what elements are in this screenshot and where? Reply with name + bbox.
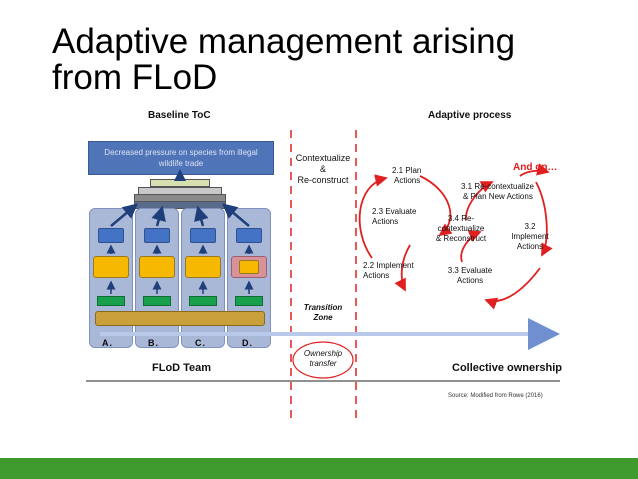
ownership-transfer-label: Ownership transfer [293, 349, 353, 369]
transition-zone-line2: Zone [313, 313, 333, 322]
result-box-b [144, 228, 170, 243]
transition-zone-line1: Transition [303, 303, 343, 312]
column-label-b: B. [148, 338, 159, 348]
contextualize-line2: & [319, 164, 326, 174]
step-3-3-line1: 3.3 Evaluate [447, 266, 493, 275]
step-2-1-line2: Actions [394, 176, 421, 185]
activity-box-d [235, 296, 263, 306]
step-2-2: 2.2 Implement Actions [363, 261, 414, 281]
step-2-3-line1: 2.3 Evaluate [372, 207, 417, 216]
step-3-2-line2: Implement [511, 232, 549, 241]
step-3-1: 3.1 Re-contextualize & Plan New Actions [461, 182, 534, 202]
step-3-1-line2: & Plan New Actions [463, 192, 533, 201]
ownership-transfer-line2: transfer [309, 359, 337, 368]
diag-arrow-c [194, 205, 209, 227]
strategy-box-b [139, 256, 175, 278]
result-box-c [190, 228, 216, 243]
result-box-d [236, 228, 262, 243]
step-3-3: 3.3 Evaluate Actions [440, 266, 500, 286]
step-3-2-line3: Actions [516, 242, 544, 251]
strategy-box-a [93, 256, 129, 278]
column-label-a: A. [102, 338, 113, 348]
result-box-a [98, 228, 124, 243]
foundation-bar [95, 311, 265, 326]
collective-ownership-label: Collective ownership [452, 362, 563, 374]
step-3-4-line1: 3.4 Re- [447, 214, 475, 223]
strategy-box-d [231, 256, 267, 278]
diag-arrow-b [151, 205, 166, 227]
step-3-1-line1: 3.1 Re-contextualize [461, 182, 534, 191]
column-label-c: C. [195, 338, 206, 348]
adaptive-heading: Adaptive process [428, 110, 512, 121]
step-2-3: 2.3 Evaluate Actions [372, 207, 416, 227]
ownership-ellipse [292, 341, 354, 379]
column-label-d: D. [242, 338, 253, 348]
activity-box-a [97, 296, 125, 306]
step-3-2: 3.2 Implement Actions [510, 222, 550, 252]
step-2-2-line1: 2.2 Implement [363, 261, 414, 270]
goal-text-line1: Decreased pressure on species from illeg… [104, 148, 258, 157]
diag-arrow-d [222, 203, 250, 227]
contextualize-label: Contextualize & Re-construct [288, 153, 358, 186]
baseline-heading: Baseline ToC [148, 110, 211, 121]
contextualize-line1: Contextualize [295, 153, 351, 163]
and-on-label: And on… [513, 162, 558, 173]
source-note: Source: Modified from Rowe (2016) [448, 393, 543, 399]
step-2-2-line2: Actions [363, 271, 390, 280]
step-3-4: 3.4 Re- contextualize & Reconstruct [426, 214, 496, 244]
flod-team-label: FLoD Team [152, 362, 212, 374]
footer-band [0, 458, 638, 479]
step-3-4-line2: contextualize [437, 224, 485, 233]
activity-box-c [189, 296, 217, 306]
contextualize-line3: Re-construct [297, 175, 349, 185]
step-2-1-line1: 2.1 Plan [392, 166, 422, 175]
step-2-1: 2.1 Plan Actions [392, 166, 421, 186]
ownership-transfer-line1: Ownership [303, 349, 343, 358]
strategy-box-c [185, 256, 221, 278]
goal-text-line2: wildlife trade [158, 159, 204, 168]
diag-arrow-a [110, 203, 138, 227]
step-3-2-line1: 3.2 [524, 222, 536, 231]
activity-box-b [143, 296, 171, 306]
step-3-3-line2: Actions [456, 276, 484, 285]
slide-title: Adaptive management arising from FLoD [52, 24, 515, 96]
slide-title-line2: from FLoD [52, 58, 218, 97]
step-2-3-line2: Actions [372, 217, 399, 226]
transition-zone-label: Transition Zone [293, 303, 353, 323]
slide-title-line1: Adaptive management arising [52, 22, 516, 61]
step-3-4-line3: & Reconstruct [435, 234, 487, 243]
